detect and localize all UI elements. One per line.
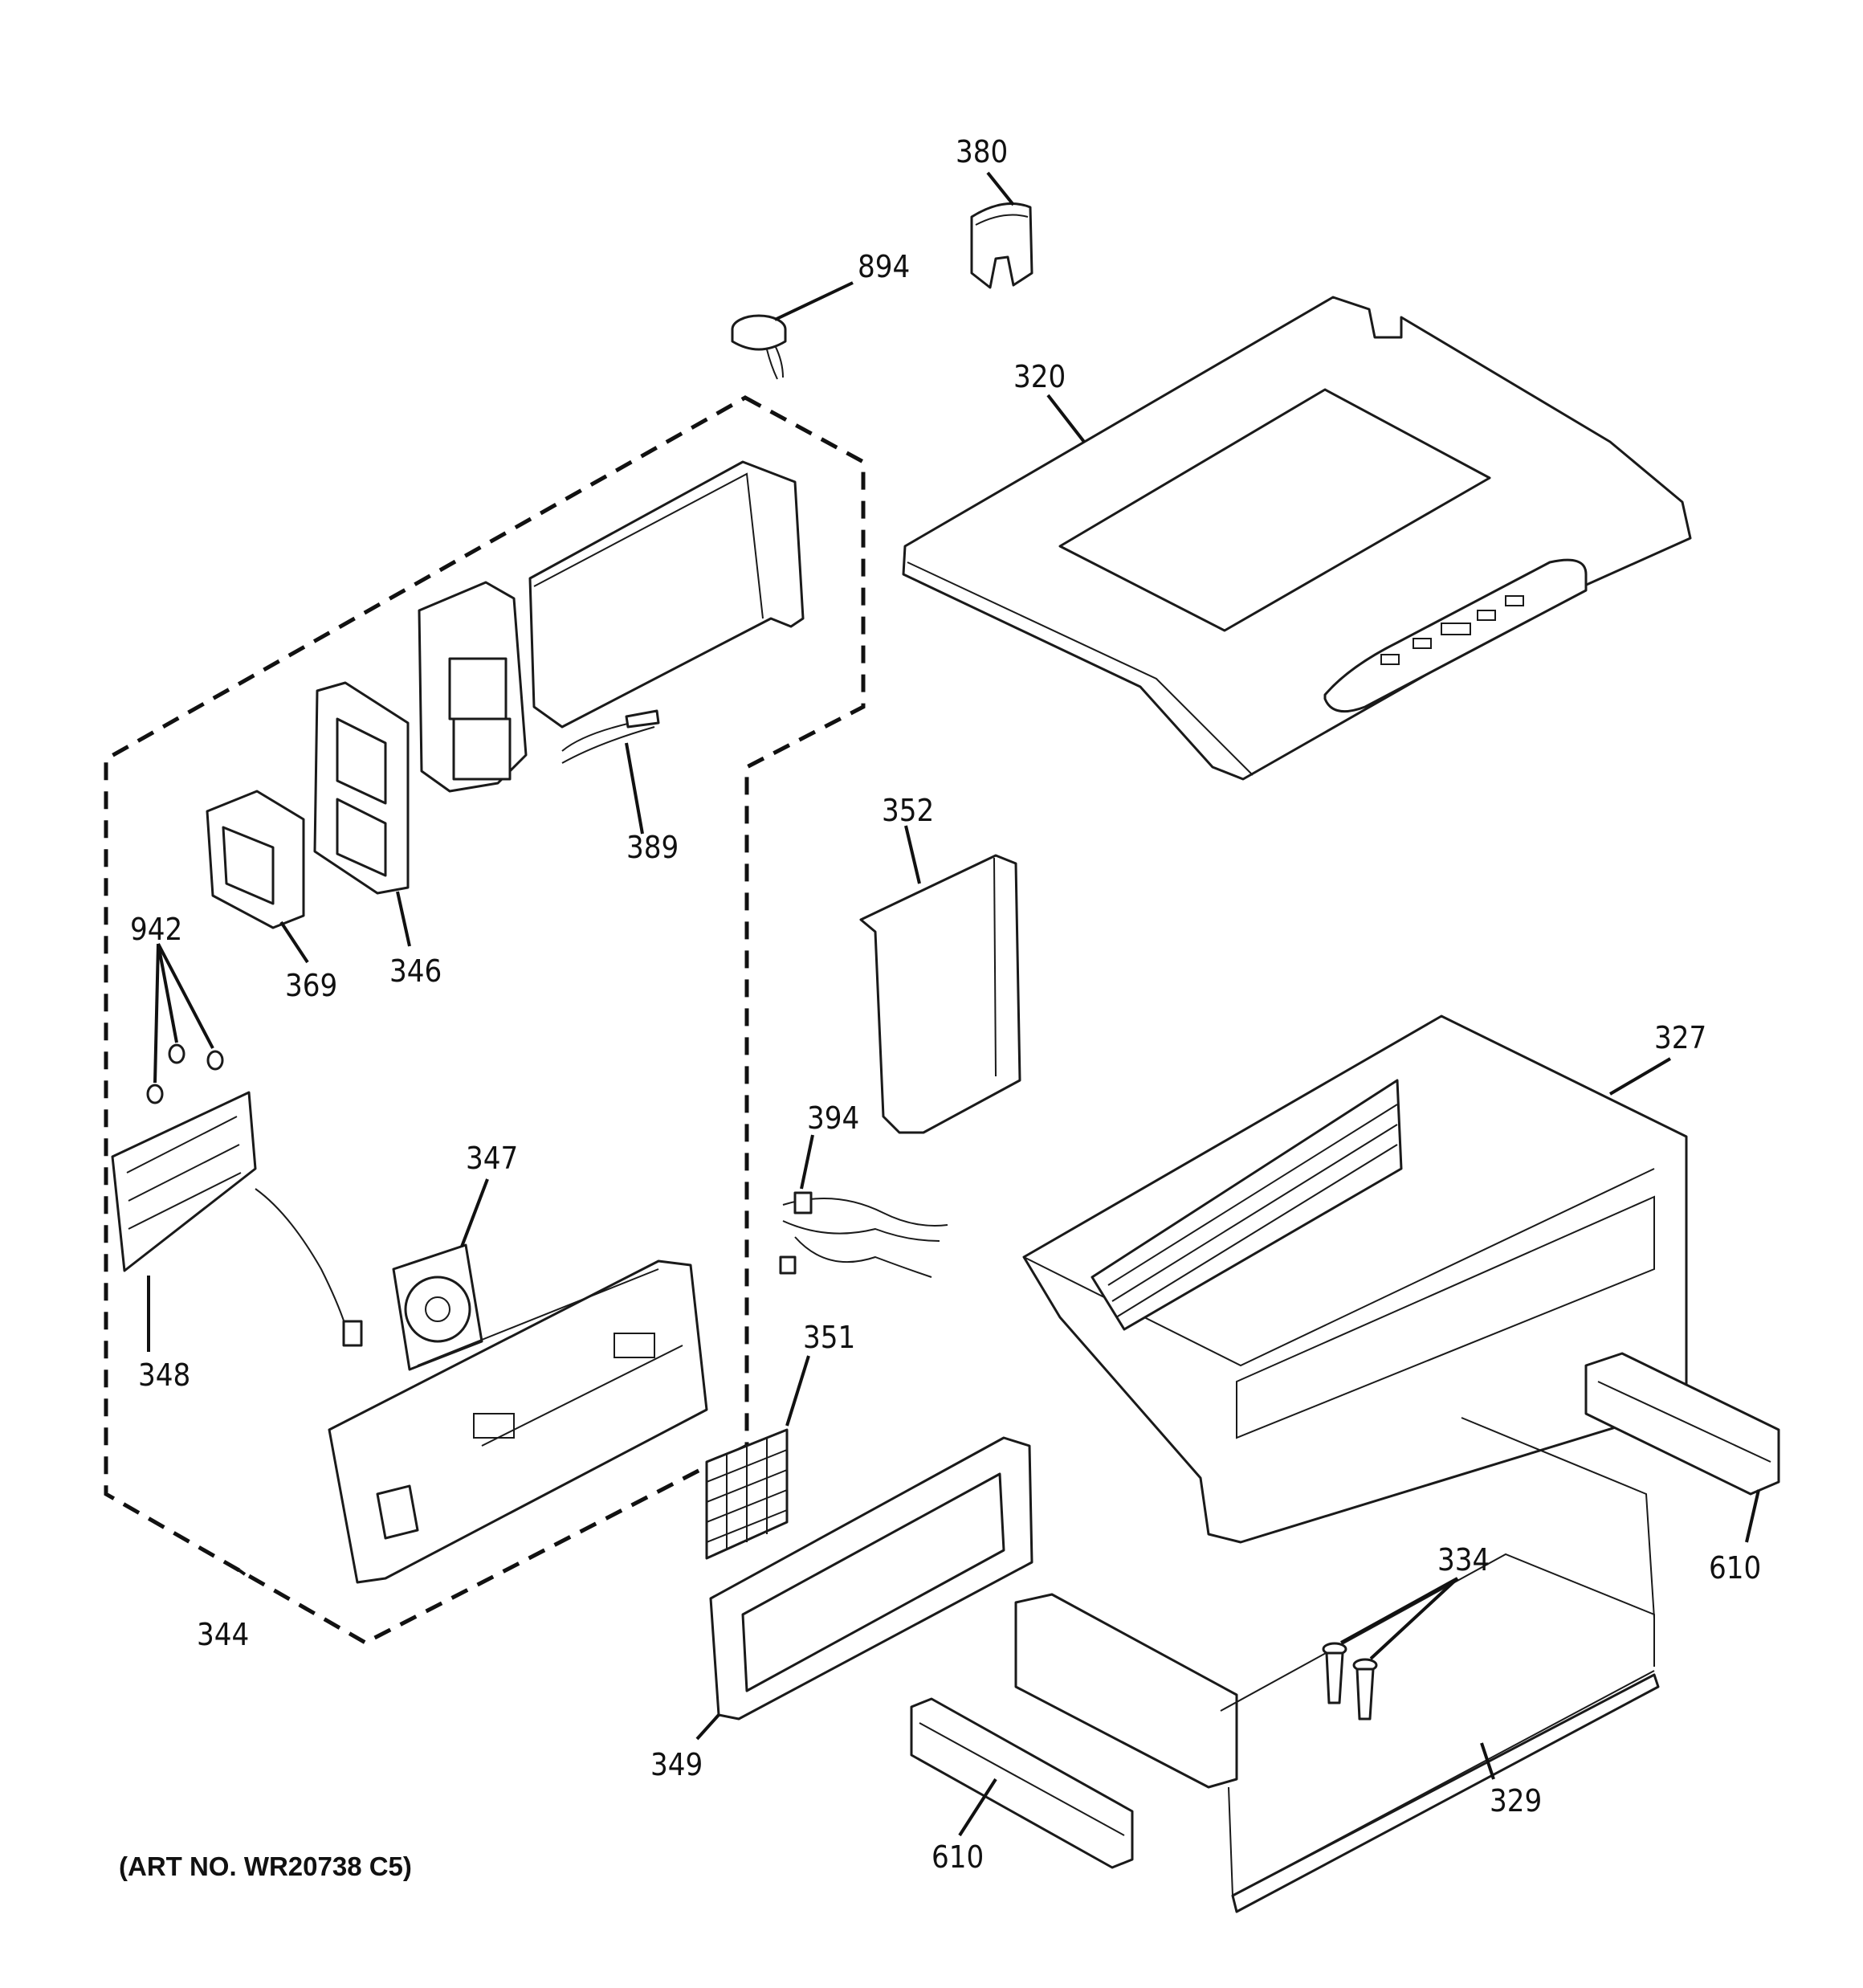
callout-329: 329	[1490, 1783, 1542, 1819]
callout-894: 894	[858, 249, 910, 284]
callout-327: 327	[1654, 1020, 1706, 1055]
callout-942: 942	[130, 912, 182, 947]
part-348-heater	[111, 1091, 363, 1347]
callout-344: 344	[197, 1617, 249, 1652]
callout-352: 352	[882, 793, 934, 828]
callout-320: 320	[1013, 359, 1066, 394]
part-380-cap	[970, 202, 1033, 289]
part-344-duct-upper	[418, 460, 805, 793]
callout-349: 349	[650, 1747, 703, 1782]
part-942-washers	[146, 1043, 224, 1104]
part-394-harness	[779, 1191, 948, 1278]
callout-346: 346	[389, 953, 442, 989]
part-334-pins	[1322, 1642, 1378, 1721]
callout-380: 380	[956, 134, 1008, 169]
part-346-frame	[313, 681, 410, 895]
part-347-fan	[392, 1243, 483, 1371]
callout-610-left: 610	[932, 1839, 984, 1875]
part-329-frame	[1014, 1417, 1660, 1913]
part-369-housing	[206, 790, 305, 929]
callout-labels: 380 894 320 389 346 369 942 352 327 394 …	[130, 134, 1761, 1875]
callout-351: 351	[803, 1320, 855, 1355]
callout-347: 347	[466, 1141, 518, 1176]
part-344-duct-lower	[328, 1259, 708, 1584]
leader-lines	[147, 171, 1760, 1837]
callout-348: 348	[138, 1357, 190, 1393]
part-352-cover	[859, 854, 1021, 1134]
callout-334: 334	[1437, 1542, 1490, 1578]
callout-389: 389	[626, 830, 679, 865]
callout-394: 394	[807, 1100, 859, 1136]
part-351-screen	[705, 1428, 789, 1560]
part-610-slide-right	[1584, 1352, 1780, 1496]
callout-369: 369	[285, 968, 337, 1003]
part-327-pan	[1022, 1014, 1688, 1544]
art-number: (ART NO. WR20738 C5)	[119, 1851, 412, 1881]
callout-610-right: 610	[1709, 1550, 1761, 1586]
part-610-slide-left	[910, 1697, 1134, 1869]
part-320-top-cover	[902, 296, 1692, 781]
part-894-sensor	[731, 314, 787, 380]
part-389-wire	[561, 709, 660, 764]
